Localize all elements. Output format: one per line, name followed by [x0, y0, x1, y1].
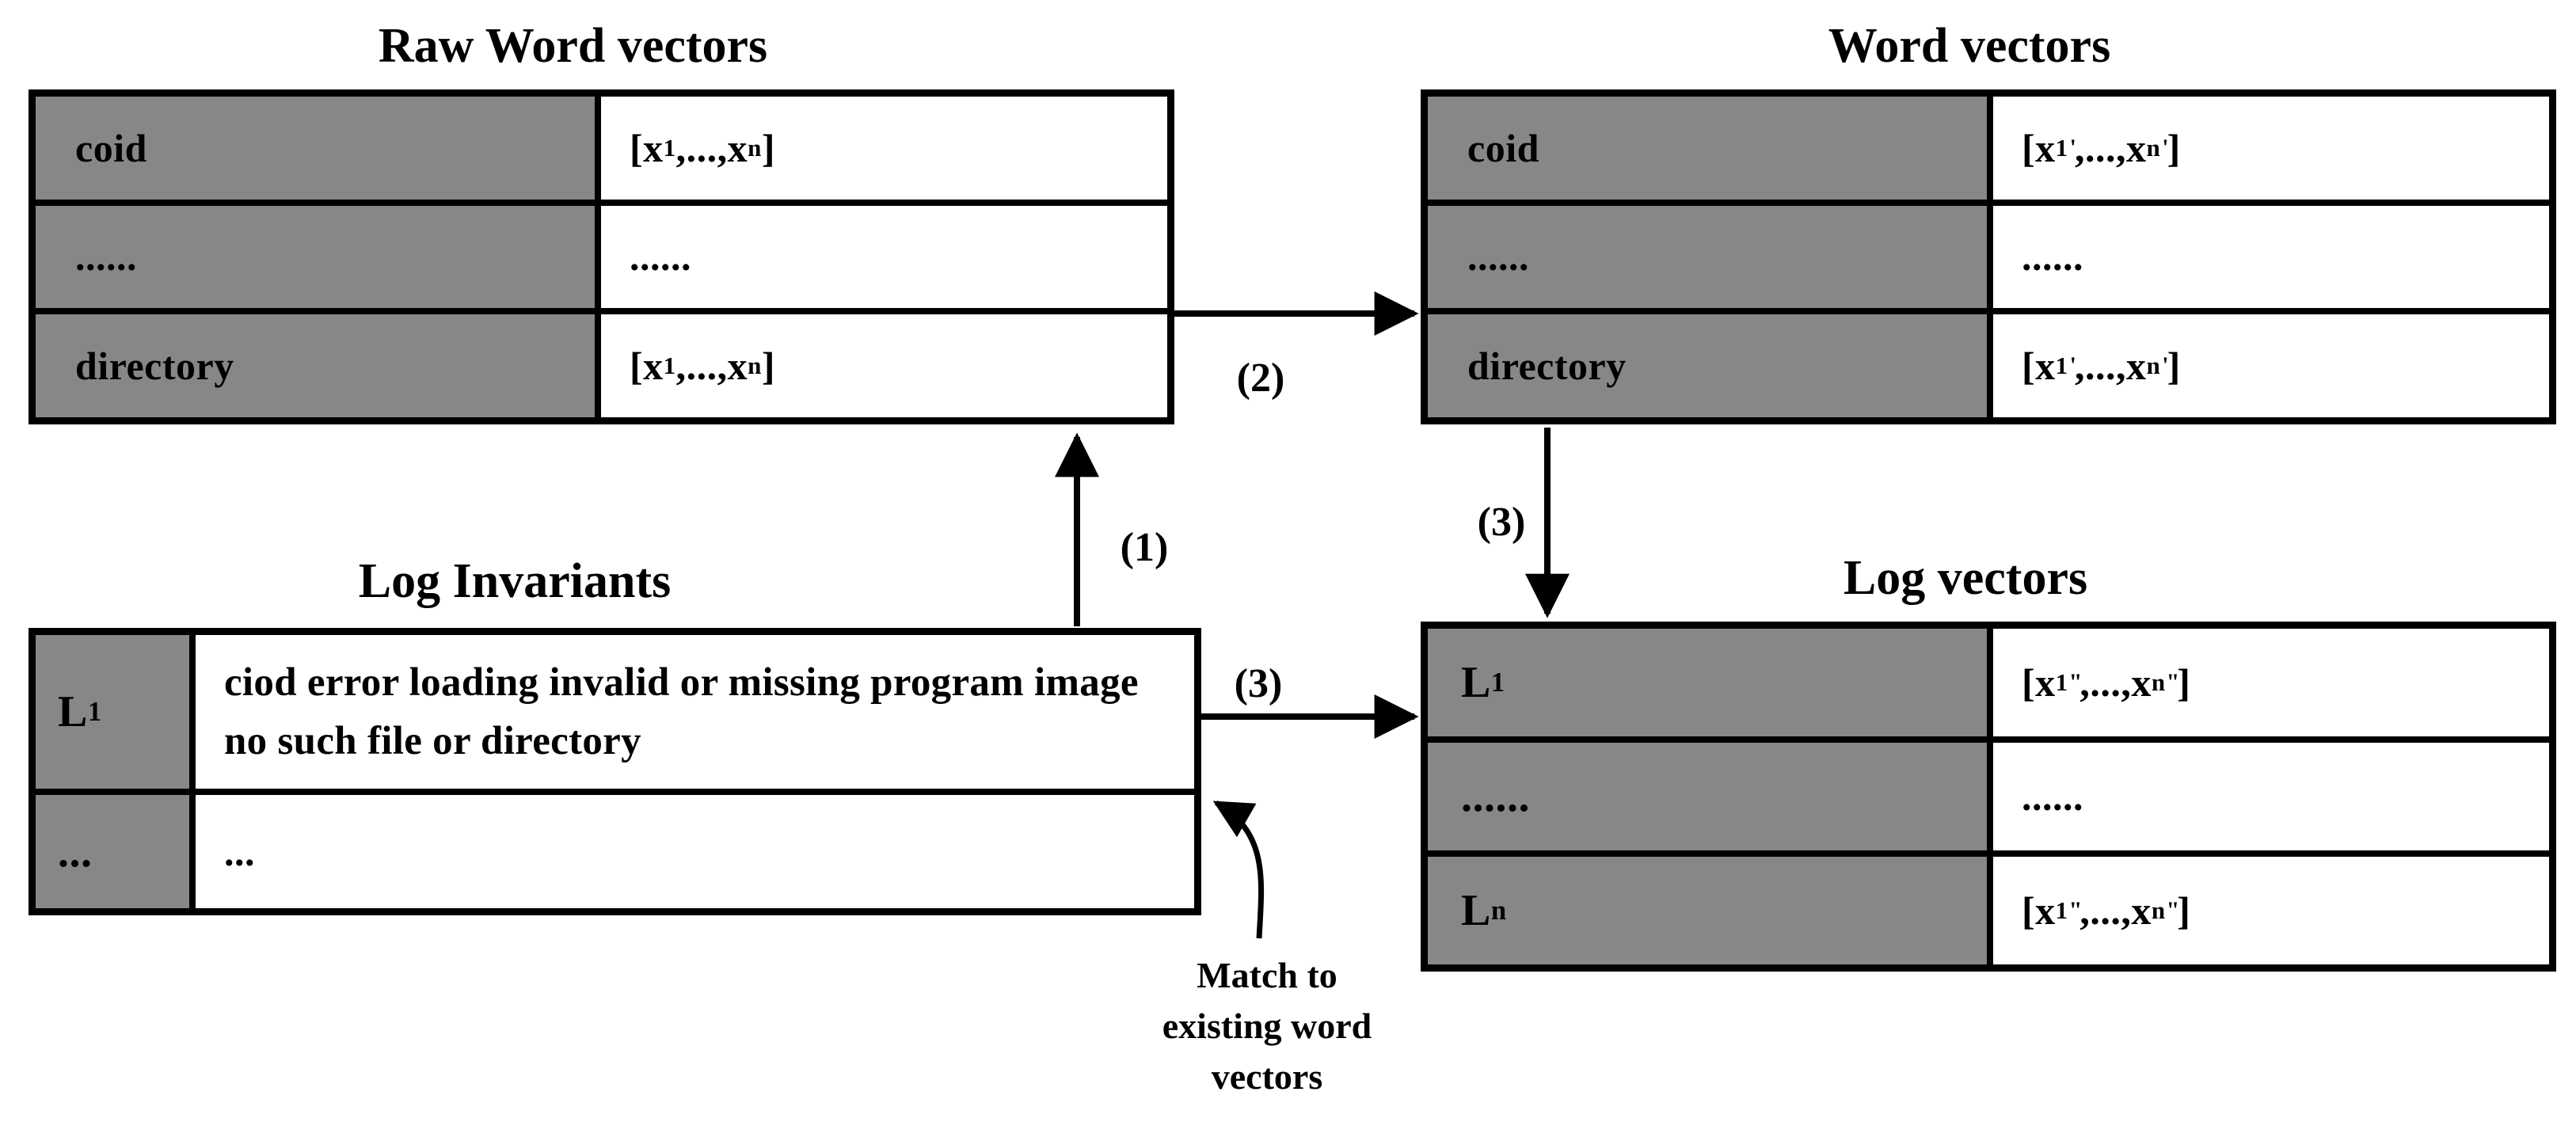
- log-vectors-title: Log vectors: [1843, 551, 2088, 605]
- vector-cell: ......: [601, 205, 1167, 309]
- word-cell: coid: [36, 97, 595, 200]
- invariant-text-cell: ciod error loading invalid or missing pr…: [196, 635, 1194, 789]
- word-vectors-title: Word vectors: [1828, 19, 2111, 73]
- word-cell: ......: [1428, 205, 1987, 309]
- match-note: Match to existing word vectors: [1162, 955, 1372, 1097]
- arrow-match-note-curved-icon: [1212, 800, 1265, 939]
- step3-right-label: (3): [1234, 661, 1283, 706]
- step3-down-label: (3): [1477, 500, 1526, 545]
- vector-cell: ......: [1993, 205, 2549, 309]
- step1-label: (1): [1120, 525, 1169, 570]
- word-cell: directory: [1428, 314, 1987, 417]
- log-id-cell: ...: [36, 795, 189, 908]
- word-cell: ......: [36, 205, 595, 309]
- word-cell: directory: [36, 314, 595, 417]
- log-id-cell: ......: [1428, 743, 1987, 850]
- step2-label: (2): [1236, 356, 1285, 401]
- word-cell: coid: [1428, 97, 1987, 200]
- raw-word-vectors-title: Raw Word vectors: [378, 19, 768, 73]
- vector-cell: ......: [1993, 743, 2549, 850]
- invariant-text-cell: ...: [196, 795, 1194, 908]
- log-invariants-title: Log Invariants: [358, 554, 672, 608]
